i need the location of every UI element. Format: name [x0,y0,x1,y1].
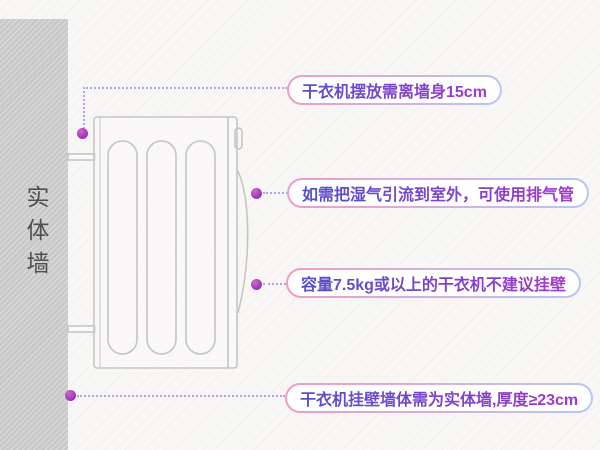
callout-wall-thickness: 干衣机挂壁墙体需为实体墙,厚度≥23cm [285,383,593,413]
callout-text: 容量7.5kg或以上的干衣机不建议挂壁 [301,271,566,295]
anchor-dot [251,188,262,199]
callout-text: 干衣机摆放需离墙身15cm [302,78,487,102]
callout-capacity-limit: 容量7.5kg或以上的干衣机不建议挂壁 [286,268,581,298]
wall: 实体墙 [0,19,68,450]
callout-wall-distance: 干衣机摆放需离墙身15cm [287,75,502,105]
callout-text: 如需把湿气引流到室外，可使用排气管 [302,181,574,205]
leader-line [83,87,287,89]
door-bulge [236,169,249,314]
leader-line [263,192,288,194]
bracket-bottom [67,325,96,333]
anchor-dot [251,279,262,290]
anchor-dot [77,128,88,139]
leader-line [83,87,85,129]
callout-text: 干衣机挂壁墙体需为实体墙,厚度≥23cm [300,386,578,410]
vent-slot [107,140,138,355]
callout-vent-pipe: 如需把湿气引流到室外，可使用排气管 [287,178,589,208]
wall-label: 实体墙 [23,185,49,284]
vent-slot [146,140,177,355]
anchor-dot [65,390,76,401]
vent-slot [185,140,216,355]
bracket-top [67,153,96,161]
leader-line [77,395,285,397]
dryer-body [93,116,238,369]
door-hinge [234,127,243,150]
leader-line [263,283,286,285]
